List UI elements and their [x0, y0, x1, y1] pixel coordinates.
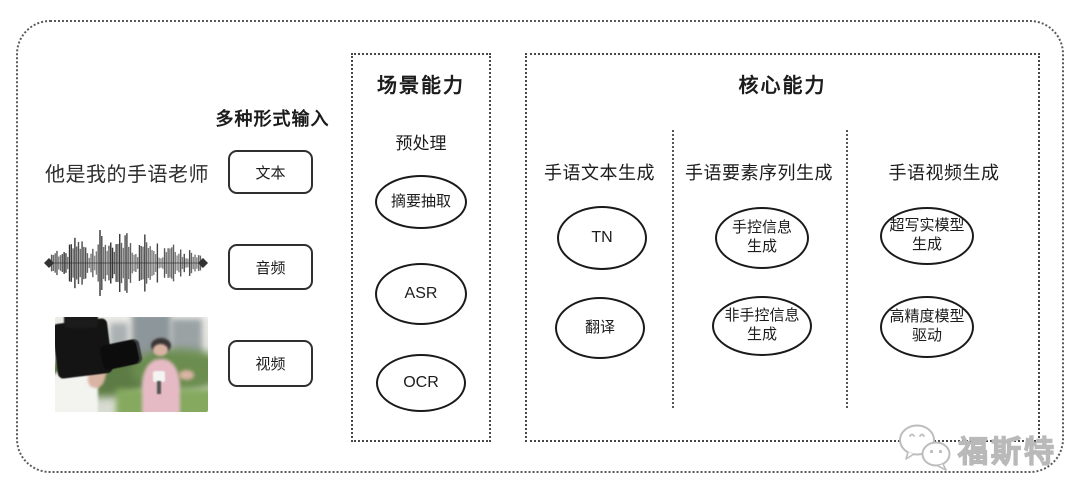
- scene-capability-panel: 场景能力 预处理 摘要抽取 ASR OCR: [351, 53, 491, 442]
- photo-building-shape: [171, 318, 202, 355]
- preprocessing-label: 预处理: [395, 134, 447, 153]
- node-high-precision-model-driving: 高精度模型 驱动: [880, 296, 974, 358]
- node-summary-extraction: 摘要抽取: [375, 175, 467, 229]
- wechat-logo-icon: [899, 424, 951, 471]
- column-header-sl-text-generation: 手语文本生成: [544, 163, 655, 183]
- node-tn: TN: [557, 206, 647, 270]
- photo-reporter-jacket-shape: [142, 358, 181, 412]
- node-non-manual-info-generation: 非手控信息 生成: [712, 296, 812, 356]
- input-type-video-label: 视频: [255, 356, 286, 373]
- column-header-sl-element-sequence-generation: 手语要素序列生成: [685, 163, 833, 183]
- scene-panel-title: 场景能力: [377, 75, 465, 97]
- input-type-audio-box: 音频: [228, 244, 313, 290]
- node-asr: ASR: [375, 263, 467, 325]
- node-hyperrealistic-model-generation: 超写实模型 生成: [880, 207, 974, 265]
- watermark: 福斯特: [896, 420, 1057, 472]
- input-section-title: 多种形式输入: [215, 109, 330, 129]
- photo-microphone-shape: [152, 371, 166, 382]
- node-manual-info-generation: 手控信息 生成: [715, 207, 809, 269]
- photo-camera-top-shape: [64, 317, 98, 329]
- reporter-video-thumbnail: [55, 317, 208, 412]
- node-translation: 翻译: [555, 297, 645, 359]
- sample-sentence-text: 他是我的手语老师: [45, 164, 209, 186]
- core-capability-panel: 核心能力 手语文本生成 手语要素序列生成 手语视频生成 TN 翻译 手控信息 生…: [525, 53, 1040, 442]
- core-panel-title: 核心能力: [738, 75, 827, 97]
- input-type-video-box: 视频: [228, 340, 313, 387]
- audio-waveform-icon: [44, 230, 208, 296]
- input-type-text-label: 文本: [255, 164, 286, 182]
- photo-microphone-handle-shape: [156, 380, 162, 394]
- outer-dotted-frame: [16, 20, 1064, 473]
- column-divider: [672, 130, 674, 408]
- photo-reporter-hand-shape: [178, 370, 195, 380]
- node-ocr: OCR: [376, 354, 466, 412]
- input-type-text-box: 文本: [228, 150, 313, 194]
- column-header-sl-video-generation: 手语视频生成: [888, 163, 1000, 183]
- photo-reporter-face-shape: [152, 343, 169, 356]
- column-divider: [846, 130, 848, 408]
- watermark-text: 福斯特: [957, 435, 1057, 469]
- input-type-audio-label: 音频: [255, 259, 286, 277]
